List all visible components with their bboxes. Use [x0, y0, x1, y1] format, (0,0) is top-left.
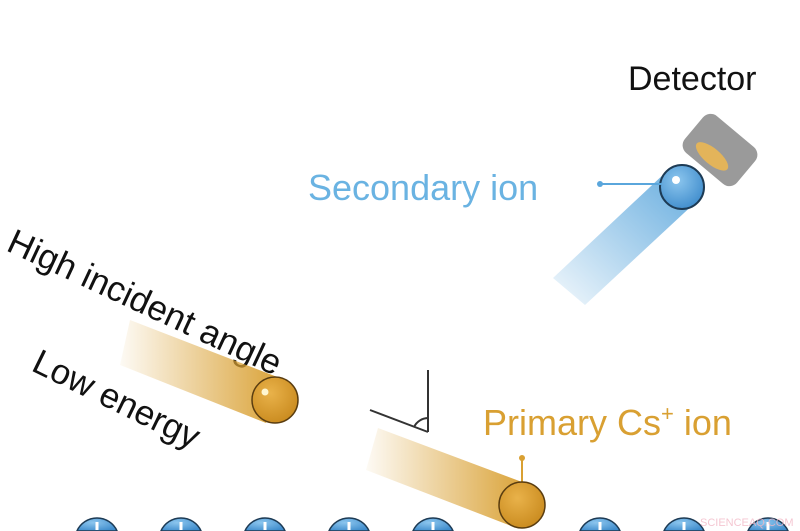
- detector-label: Detector: [628, 60, 757, 98]
- primary-ion-leader-dot: [519, 455, 525, 461]
- primary-ion-ball-1: [251, 376, 299, 424]
- primary-ion-highlight: [261, 388, 269, 396]
- secondary-ion-beam: [553, 172, 698, 305]
- secondary-ion-leader-dot: [597, 181, 603, 187]
- primary-ion-beam-2: [366, 428, 530, 527]
- primary-ion-label: Primary Cs+ ion: [483, 401, 732, 443]
- detector-icon: [682, 113, 758, 187]
- watermark: SCIENCEAQ.COM: [700, 517, 794, 529]
- surface-atoms: [76, 517, 789, 531]
- primary-ion-ball-2: [498, 481, 546, 529]
- secondary-ion-ball: [659, 164, 705, 210]
- primary-ion-beam-1: [120, 320, 285, 423]
- secondary-ion-label: Secondary ion: [308, 167, 538, 208]
- incident-angle-mark: [369, 370, 429, 433]
- secondary-ion-highlight: [672, 176, 680, 184]
